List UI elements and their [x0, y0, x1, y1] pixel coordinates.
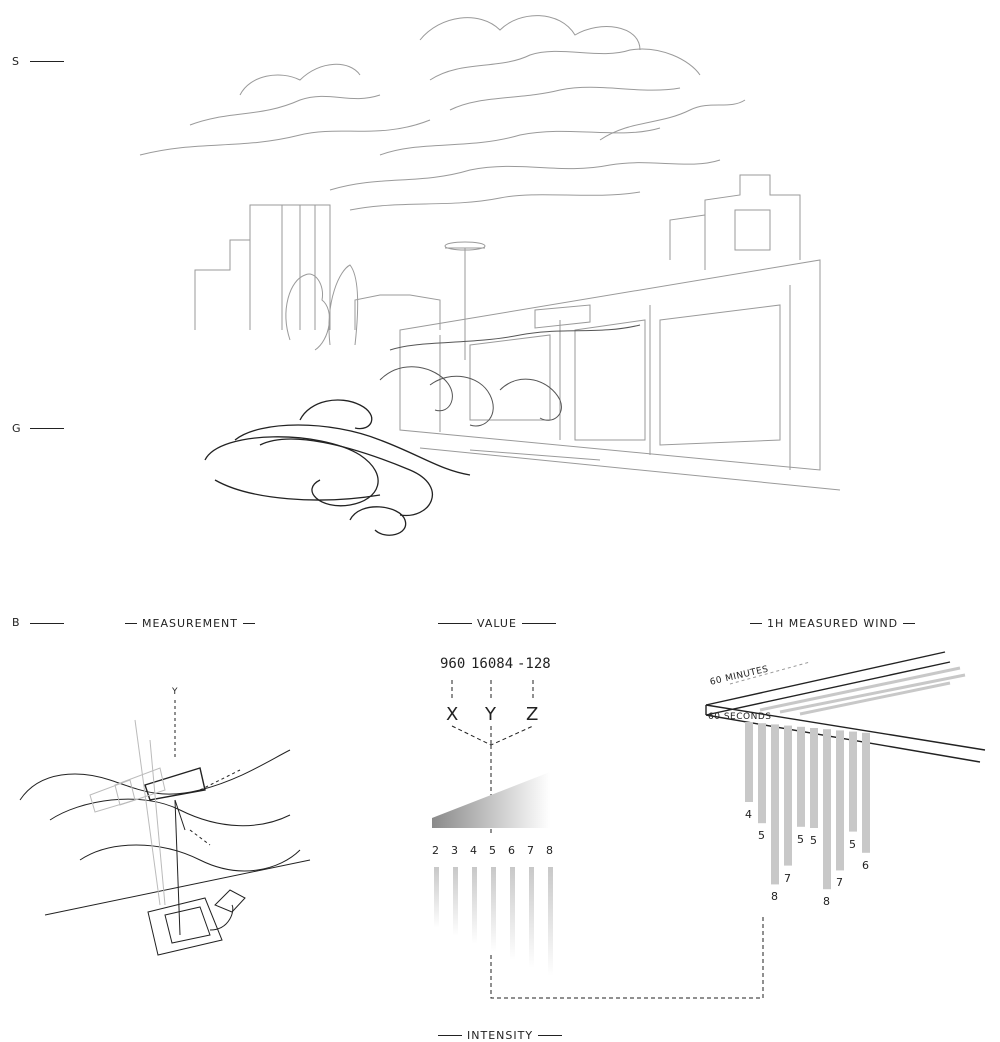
hour-bar-label: 7 [784, 871, 791, 885]
value-y: 16084 [471, 656, 514, 672]
scale-label: 2 [432, 844, 439, 857]
side-label-g: G [12, 422, 22, 435]
axis-label-y: Y [485, 704, 496, 725]
scale-bar [472, 867, 477, 944]
axis-label-z: Z [526, 704, 539, 725]
hour-bar [758, 723, 766, 824]
side-tick-g [30, 428, 64, 429]
scale-bar [491, 867, 496, 952]
street-scene-illustration [139, 15, 841, 536]
hour-bar-label: 5 [849, 837, 856, 851]
scale-bar [453, 867, 458, 936]
hour-bar [862, 732, 870, 853]
hour-bar [836, 730, 844, 871]
hour-bar [810, 728, 818, 828]
side-label-b: B [12, 616, 21, 629]
hour-bar-label: 4 [745, 808, 752, 821]
section-title-1h-measured-wind: 1H MEASURED WIND [745, 617, 920, 630]
value-z: -128 [517, 656, 551, 672]
section-title-value: VALUE [433, 617, 561, 630]
scale-bar [529, 867, 534, 968]
minutes-label: 60 MINUTES [709, 664, 770, 688]
scale-label: 4 [470, 844, 477, 857]
value-x: 960 [440, 656, 466, 672]
hour-bar-label: 7 [836, 876, 843, 890]
hour-bar [823, 729, 831, 890]
scale-bar [434, 867, 439, 928]
hour-bar-label: 8 [771, 890, 778, 904]
section-title-intensity: INTENSITY [433, 1029, 567, 1042]
scale-label: 3 [451, 844, 458, 857]
scale-label: 7 [527, 844, 534, 857]
side-tick-b [30, 623, 64, 624]
hour-bar [784, 725, 792, 866]
hour-bar-label: 5 [797, 832, 804, 846]
section-title-measurement: MEASUREMENT [120, 617, 260, 630]
scale-label: 6 [508, 844, 515, 857]
intensity-wedge [432, 772, 550, 828]
hour-bar-label: 8 [823, 895, 830, 909]
hour-bar [849, 731, 857, 832]
hour-bar [797, 726, 805, 827]
hour-bar-label: 6 [862, 858, 869, 872]
scale-bar [510, 867, 515, 960]
hour-bar [745, 722, 753, 802]
scale-label: 8 [546, 844, 553, 857]
scale-label: 5 [489, 844, 496, 857]
sensor-axis-y-label: Y [172, 687, 178, 697]
side-label-s: S [12, 55, 20, 68]
side-tick-s [30, 61, 64, 62]
hour-bar-label: 5 [810, 834, 817, 847]
hour-bar [771, 724, 779, 885]
hour-bar-label: 5 [758, 829, 765, 843]
seconds-label: 60 SECONDS [708, 712, 772, 722]
scale-bar [548, 867, 553, 976]
axis-label-x: X [446, 704, 459, 725]
